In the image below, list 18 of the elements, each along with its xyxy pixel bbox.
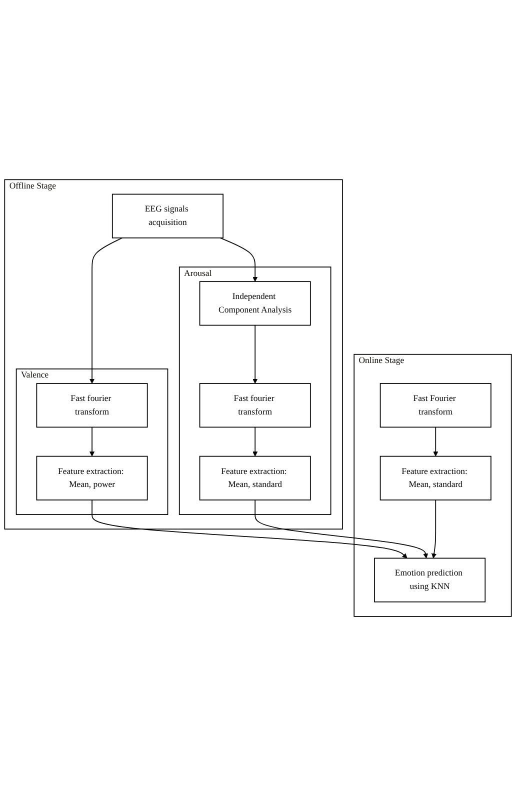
arrow [89, 238, 123, 384]
arrow [433, 427, 438, 457]
node-box: Feature extraction: Mean, standard [380, 456, 492, 501]
arrow [254, 500, 428, 559]
arrow [252, 427, 258, 457]
node-box: Feature extraction: Mean, power [36, 456, 148, 501]
node-box: Fast fourier transform [199, 384, 311, 428]
node-box: Feature extraction: Mean, standard [199, 456, 311, 501]
node-box: Emotion prediction using KNN [374, 558, 486, 603]
arrow [92, 500, 408, 559]
node-box: Fast Fourier transform [380, 384, 492, 428]
arrow [89, 427, 95, 457]
arrow [252, 325, 258, 384]
node-box: Fast fourier transform [36, 384, 148, 428]
node-box: Independent Component Analysis [199, 282, 311, 326]
arrow [432, 500, 437, 559]
arrow [220, 238, 258, 282]
node-box: EEG signals acquisition [112, 194, 224, 239]
